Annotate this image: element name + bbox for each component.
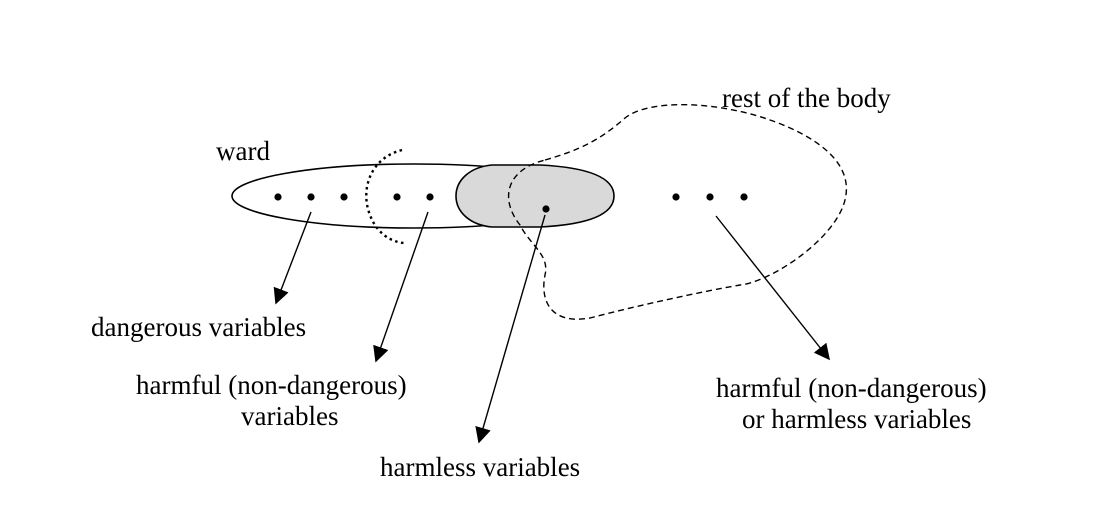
rest-of-body-label: rest of the body xyxy=(722,83,891,113)
variable-dot xyxy=(307,193,315,201)
rest-variables-label-line2: or harmless variables xyxy=(742,404,971,434)
arrow-harmless xyxy=(475,214,546,444)
harmful-variables-label-line1: harmful (non-dangerous) xyxy=(136,370,407,400)
arrow-dangerous xyxy=(273,211,312,305)
arrow-rest xyxy=(715,215,830,361)
arrow-harmful xyxy=(373,211,429,363)
shaded-overlap-region xyxy=(455,164,615,228)
variable-dot xyxy=(706,193,714,201)
variable-dot xyxy=(740,193,748,201)
variable-dot xyxy=(426,193,434,201)
dangerous-variables-label: dangerous variables xyxy=(91,312,306,342)
variable-dot xyxy=(672,193,680,201)
rest-variables-label-line1: harmful (non-dangerous) xyxy=(716,373,987,403)
variable-dot xyxy=(274,193,282,201)
variable-dot xyxy=(542,205,550,213)
dotted-boundary xyxy=(365,148,405,245)
harmful-variables-label-line2: variables xyxy=(241,401,338,431)
variable-dot xyxy=(340,193,348,201)
harmless-variables-label: harmless variables xyxy=(380,452,580,482)
ward-label: ward xyxy=(216,136,270,166)
variable-dot xyxy=(393,193,401,201)
